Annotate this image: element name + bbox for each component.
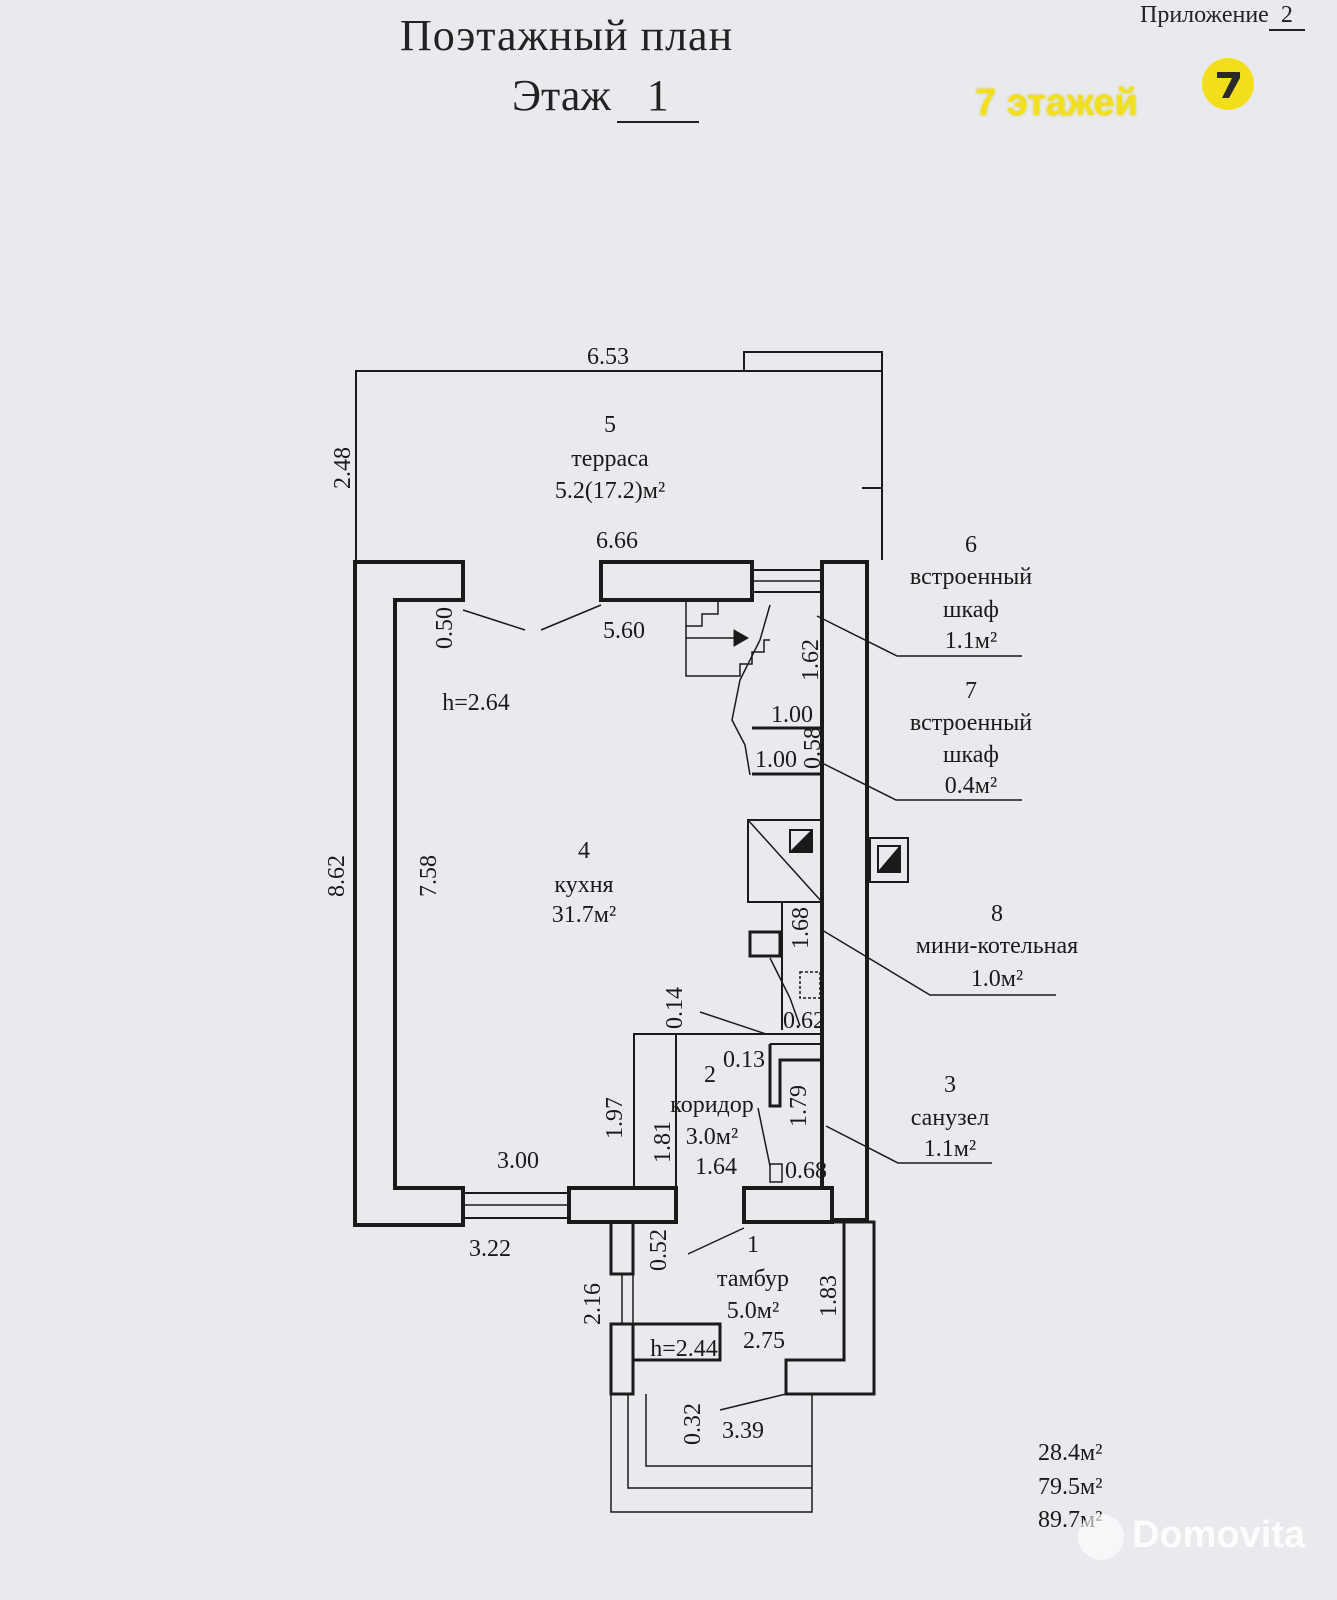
terrace-area: 5.2(17.2)м²: [555, 478, 665, 504]
vestibule-area: 5.0м²: [727, 1298, 779, 1324]
closet7-name-line2: шкаф: [943, 742, 999, 768]
dim-boiler-062: 0.62: [783, 1008, 825, 1034]
corridor-area: 3.0м²: [686, 1124, 738, 1150]
vestibule-wall-left: [567, 1186, 678, 1224]
dim-outer-left: 8.62: [324, 855, 350, 897]
dim-052: 0.52: [646, 1229, 672, 1271]
exterior-wall-right: [820, 560, 869, 1222]
dim-197: 1.97: [602, 1097, 628, 1139]
closet6-name-line2: шкаф: [943, 597, 999, 623]
closet7-name-line1: встроенный: [910, 710, 1032, 736]
watermark-logo-icon: [1078, 1514, 1124, 1560]
brand-logo-text: 7 этажей: [975, 82, 1138, 124]
dim-181: 1.81: [650, 1121, 676, 1163]
kitchen-area: 31.7м²: [552, 902, 616, 928]
dim-wall-050: 0.50: [432, 607, 458, 649]
dim-closet-058: 0.58: [800, 727, 826, 769]
bathroom-area: 1.1м²: [924, 1136, 976, 1162]
chimney-block: [747, 819, 823, 903]
dim-top-inner: 5.60: [603, 618, 645, 644]
dim-013: 0.13: [723, 1047, 765, 1073]
floor-number: 1: [616, 70, 699, 123]
kitchen-name: кухня: [554, 872, 613, 898]
dim-top-outer: 6.66: [596, 528, 638, 554]
kitchen-number: 4: [578, 838, 590, 864]
corridor-name: коридор: [670, 1092, 754, 1118]
boiler-name: мини-котельная: [916, 933, 1078, 959]
dim-164: 1.64: [695, 1154, 737, 1180]
closet7-number: 7: [965, 678, 977, 704]
brand-logo-icon: [1202, 58, 1254, 110]
appendix-number: 2: [1268, 2, 1305, 31]
terrace-stair: [743, 351, 883, 489]
vestibule-number: 1: [747, 1232, 759, 1258]
dim-275: 2.75: [743, 1328, 785, 1354]
vestibule-name: тамбур: [717, 1266, 789, 1292]
exterior-wall: [353, 560, 465, 1227]
height-main: h=2.64: [442, 690, 510, 716]
porch-steps: [610, 1394, 813, 1513]
staircase: [685, 600, 770, 677]
dim-183: 1.83: [816, 1275, 842, 1317]
dim-339: 3.39: [722, 1418, 764, 1444]
dim-closet-100b: 1.00: [755, 747, 797, 773]
dim-322: 3.22: [469, 1236, 511, 1262]
dim-boiler-168: 1.68: [788, 907, 814, 949]
closet6-number: 6: [965, 532, 977, 558]
bathroom-number: 3: [944, 1072, 956, 1098]
floor-label: Этаж: [512, 71, 611, 120]
terrace-name: терраса: [571, 446, 649, 472]
total-area-1: 28.4м²: [1038, 1440, 1102, 1466]
dim-300: 3.00: [497, 1148, 539, 1174]
plan-title: Поэтажный план: [400, 11, 734, 60]
closet7-area: 0.4м²: [945, 773, 997, 799]
dim-terrace-depth: 2.48: [330, 447, 356, 489]
dim-inner-left: 7.58: [416, 855, 442, 897]
closet6-area: 1.1м²: [945, 628, 997, 654]
bathroom-name: санузел: [911, 1105, 990, 1131]
dim-179: 1.79: [786, 1085, 812, 1127]
dim-216: 2.16: [580, 1283, 606, 1325]
appendix-text: Приложение: [1140, 2, 1269, 28]
brand-seven-icon: [1217, 72, 1240, 98]
dim-032: 0.32: [680, 1403, 706, 1445]
watermark-text: Domovita: [1132, 1514, 1306, 1556]
dim-closet-100a: 1.00: [771, 702, 813, 728]
dim-terrace-width: 6.53: [587, 344, 629, 370]
terrace-number: 5: [604, 412, 616, 438]
boiler-area: 1.0м²: [971, 966, 1023, 992]
dim-closet-162: 1.62: [798, 639, 824, 681]
corridor-number: 2: [704, 1062, 716, 1088]
chimney-icon-outside: [869, 837, 909, 883]
height-vestibule: h=2.44: [650, 1336, 718, 1362]
boiler-number: 8: [991, 901, 1003, 927]
dim-014: 0.14: [662, 987, 688, 1029]
total-area-2: 79.5м²: [1038, 1474, 1102, 1500]
dim-068: 0.68: [785, 1158, 827, 1184]
closet6-name-line1: встроенный: [910, 564, 1032, 590]
exterior-wall-top-right: [599, 560, 754, 602]
corridor-wall: [633, 1033, 677, 1188]
